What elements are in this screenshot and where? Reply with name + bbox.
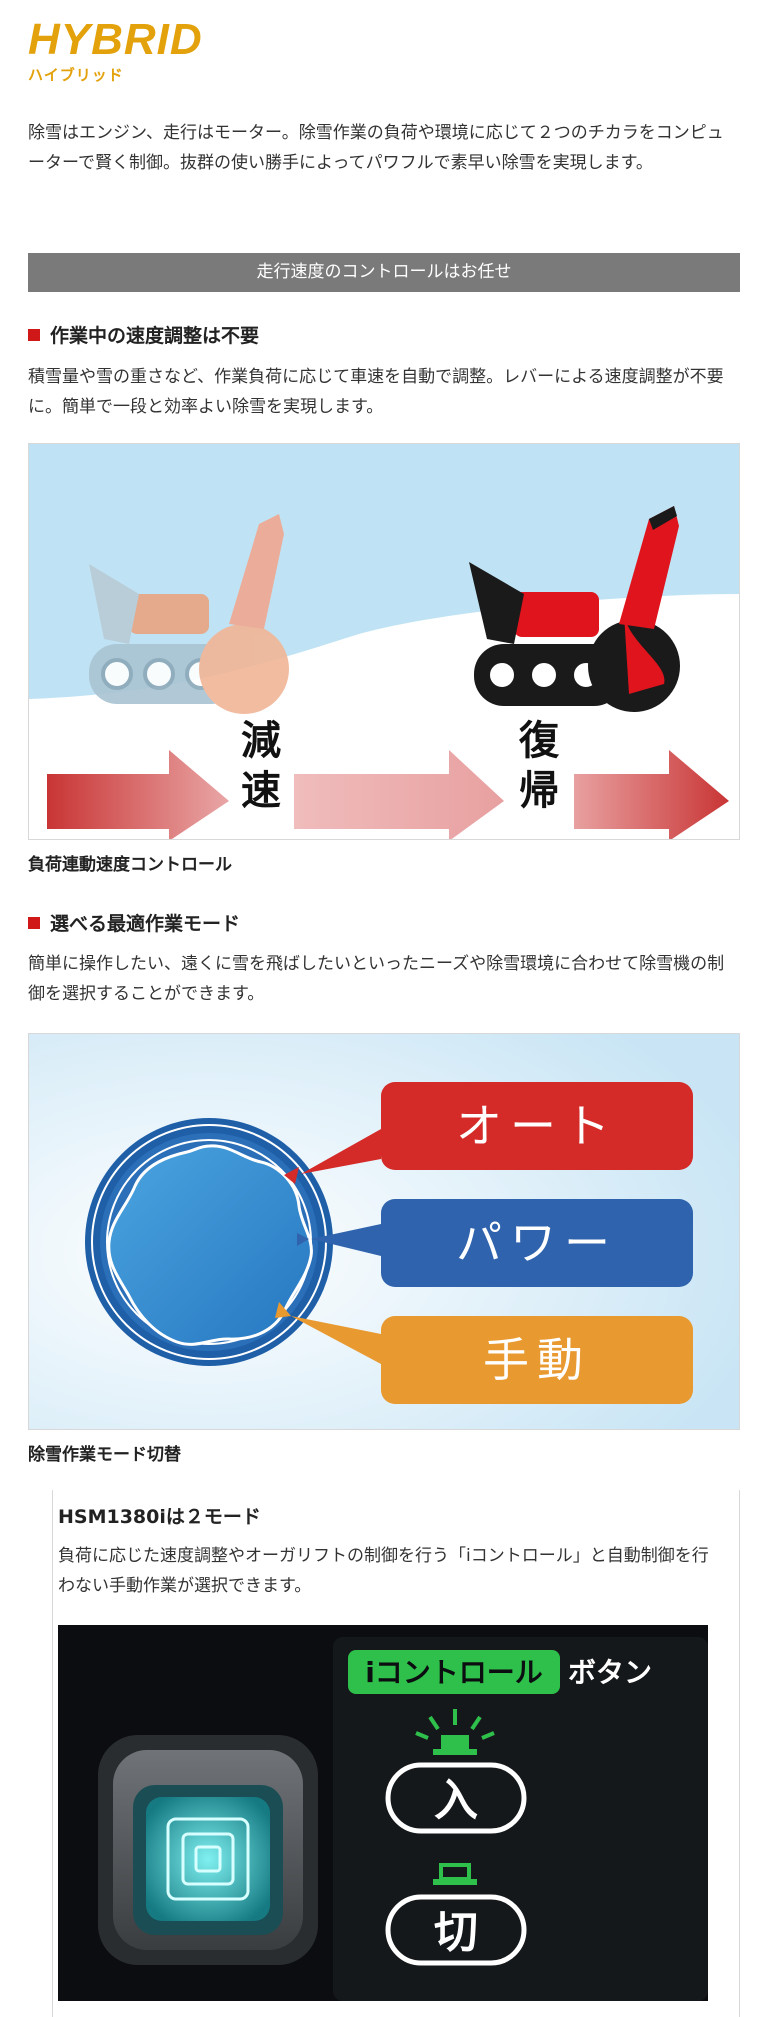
section2-heading-text: 選べる最適作業モード: [50, 913, 241, 935]
intro-text: 除雪はエンジン、走行はモーター。除雪作業の負荷や環境に応じて２つのチカラをコンピ…: [28, 123, 724, 173]
indicator-unlit-icon: [433, 1863, 477, 1885]
icontrol-button-icon: [98, 1735, 318, 1965]
section2-text: 簡単に操作したい、遠くに雪を飛ばしたいといったニーズや除雪環境に合わせて除雪機の…: [28, 954, 725, 1004]
slowdown-label-2: 速: [241, 768, 281, 814]
mode-power-label: パワー: [456, 1216, 618, 1270]
two-mode-title: HSM1380iは２モード: [58, 1506, 261, 1528]
snowblower-faded-icon: [89, 514, 289, 714]
indicator-lit-icon: [415, 1709, 495, 1755]
two-mode-text: 負荷に応じた速度調整やオーガリフトの制御を行う「iコントロール」と自動制御を行わ…: [58, 1546, 709, 1596]
section2-heading: 選べる最適作業モード: [28, 909, 240, 936]
mode-manual-button: [381, 1316, 693, 1404]
arrow-3-icon: [574, 750, 729, 839]
speed-control-figure: 減 速 復 帰: [28, 443, 740, 840]
return-label: 復: [518, 718, 560, 764]
section1-heading-text: 作業中の速度調整は不要: [50, 325, 260, 347]
two-mode-box: [52, 1490, 740, 2017]
mode-power-button: [381, 1199, 693, 1287]
red-square-bullet-icon: [28, 917, 40, 929]
section1-caption: 負荷連動速度コントロール: [28, 855, 232, 875]
return-label-2: 帰: [519, 768, 559, 814]
mode-auto-button: [381, 1082, 693, 1170]
red-square-bullet-icon: [28, 329, 40, 341]
on-indicator: [385, 1762, 527, 1834]
arrow-1-icon: [47, 750, 229, 839]
section1-heading: 作業中の速度調整は不要: [28, 321, 259, 348]
mode-switch-figure: オート パワー 手動: [28, 1033, 740, 1430]
section1-text: 積雪量や雪の重さなど、作業負荷に応じて車速を自動で調整。レバーによる速度調整が不…: [28, 367, 724, 417]
hybrid-logo: HYBRID ハイブリッド: [28, 18, 203, 85]
icontrol-badge-text: iコントロール: [365, 1656, 543, 1689]
off-label: 切: [434, 1907, 478, 1958]
control-panel-photo: iコントロール ボタン 入 切: [58, 1625, 708, 2001]
arrow-2-icon: [294, 750, 504, 839]
slowdown-label: 減: [241, 718, 281, 764]
on-label: 入: [434, 1775, 478, 1826]
logo-subtitle: ハイブリッド: [28, 66, 124, 84]
icontrol-badge: [348, 1650, 560, 1694]
mode-auto-label: オート: [456, 1099, 618, 1153]
logo-title: HYBRID: [28, 15, 203, 64]
section2-caption: 除雪作業モード切替: [28, 1445, 181, 1465]
section-band: 走行速度のコントロールはお任せ: [28, 253, 740, 292]
snowblower-icon: [469, 506, 680, 712]
off-indicator: [385, 1894, 527, 1966]
mode-manual-label: 手動: [483, 1333, 591, 1387]
mode-dial-icon: [85, 1118, 333, 1366]
button-word: ボタン: [568, 1656, 652, 1689]
